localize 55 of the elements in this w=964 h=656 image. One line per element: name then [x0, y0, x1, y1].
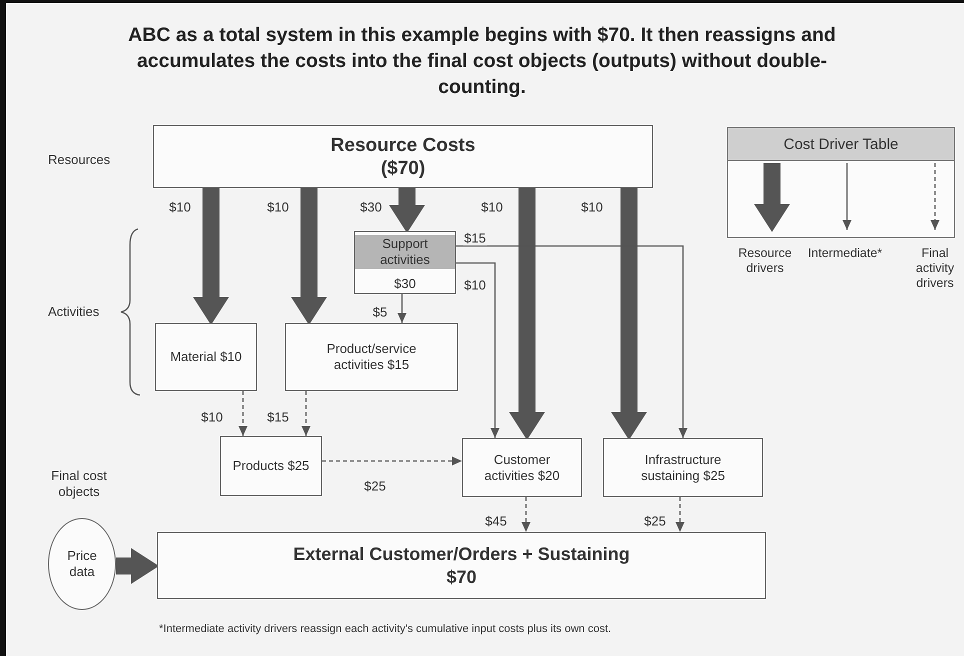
thick-arrow	[291, 188, 327, 325]
edge-label: $10	[463, 278, 487, 292]
edge-label: $5	[372, 304, 388, 320]
process-box	[354, 231, 456, 294]
arrow	[398, 294, 406, 323]
edge-label: $25	[643, 514, 667, 528]
legend-label: Resource drivers	[737, 246, 793, 276]
dashed-arrow	[238, 391, 248, 436]
arrow	[456, 262, 500, 438]
cost-driver-table	[727, 127, 955, 238]
node-label: Customer activities $20	[483, 452, 561, 484]
thick-arrow	[509, 188, 545, 440]
thick-arrow	[116, 548, 159, 584]
output-box	[157, 532, 766, 599]
edge-label: $10	[580, 200, 604, 214]
legend-label: Intermediate*	[806, 246, 884, 261]
dashed-arrow	[522, 497, 530, 532]
node-label: Products $25	[232, 458, 310, 474]
dashed-arrow	[302, 391, 310, 436]
thick-arrow	[389, 188, 425, 233]
resource-box	[153, 125, 653, 188]
process-box	[462, 438, 582, 497]
process-box	[220, 436, 322, 496]
node-value: $30	[394, 276, 416, 292]
row-label: Resources	[48, 152, 110, 168]
box-heading: External Customer/Orders + Sustaining $70	[292, 542, 631, 588]
legend-label: Final activity drivers	[914, 246, 956, 291]
dashed-arrow	[676, 497, 684, 532]
node-label: Product/service activities $15	[326, 341, 418, 373]
thick-arrow	[193, 188, 229, 325]
edge-label: $30	[359, 200, 383, 214]
edge-label: $10	[200, 410, 224, 424]
process-box	[285, 323, 458, 391]
node-label: Price data	[66, 548, 98, 580]
node-label: Material $10	[170, 349, 242, 365]
edge-label: $10	[480, 200, 504, 214]
footnote: *Intermediate activity drivers reassign each activity's cumulative input costs plus its own cost.	[159, 623, 612, 635]
process-box	[603, 438, 763, 497]
edge-label: $10	[168, 200, 192, 214]
row-label: Final cost objects	[50, 468, 108, 500]
edge-label: $15	[463, 230, 487, 246]
edge-label: $45	[484, 514, 508, 528]
table-header: Cost Driver Table	[728, 128, 954, 161]
process-box	[155, 323, 257, 391]
box-heading: Resource Costs ($70)	[330, 134, 476, 180]
node-label: Infrastructure sustaining $25	[640, 452, 726, 484]
dashed-arrow	[322, 456, 462, 466]
thick-arrow	[611, 188, 647, 440]
title: ABC as a total system in this example begins with $70. It then reassigns and accumulates the costs into the final cost objects (outputs) without double-counting.	[127, 23, 837, 100]
edge-label: $15	[266, 410, 290, 424]
row-label: Activities	[48, 304, 100, 320]
arrow	[456, 245, 688, 438]
edge-label: $10	[266, 200, 290, 214]
node-label: Support activities	[355, 235, 455, 269]
edge-label: $25	[363, 478, 387, 494]
